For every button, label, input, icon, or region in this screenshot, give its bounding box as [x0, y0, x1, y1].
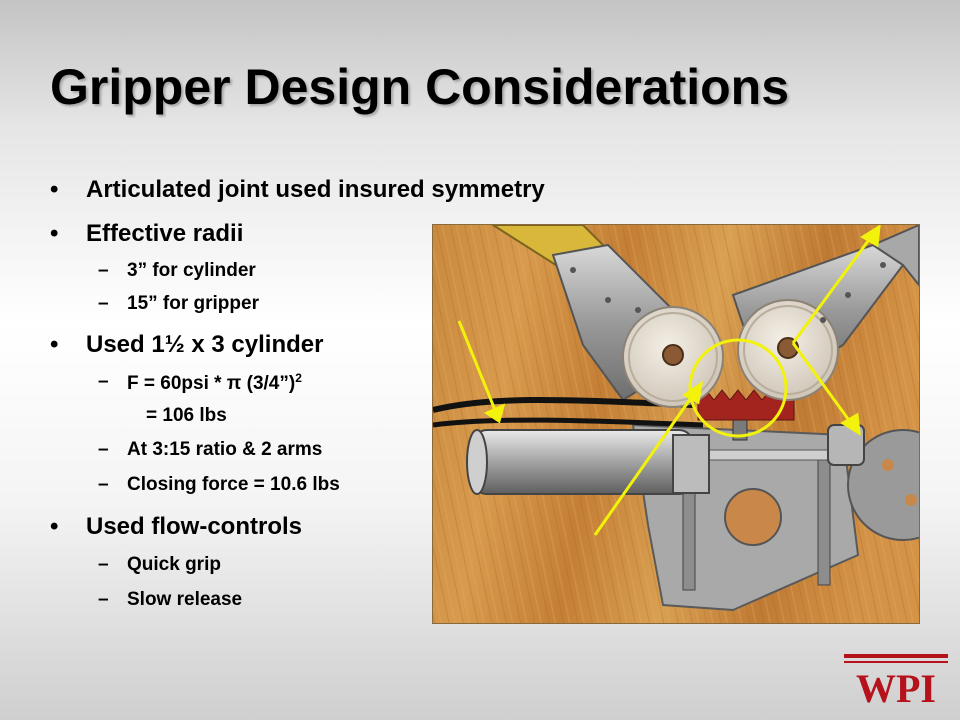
gripper-photo — [432, 224, 920, 624]
sub-bullet-cylinder-radius: – 3” for cylinder — [98, 260, 256, 282]
wpi-logo: WPI — [842, 652, 954, 714]
sub-bullet-slow-release: – Slow release — [98, 589, 243, 611]
formula-exponent: 2 — [295, 371, 302, 385]
wpi-logo-text: WPI — [856, 666, 936, 711]
sub-bullet-text: At 3:15 ratio & 2 arms — [127, 439, 323, 460]
sub-bullet-text: 3” for cylinder — [127, 260, 256, 281]
dash-marker: – — [98, 474, 109, 495]
dash-marker: – — [98, 439, 109, 460]
sub-bullet-text: 15” for gripper — [127, 293, 259, 314]
dash-marker: – — [98, 554, 109, 575]
dash-marker: – — [98, 260, 109, 281]
bullet-cylinder: Used 1½ x 3 cylinder — [50, 331, 324, 359]
dash-marker: – — [98, 293, 109, 314]
dash-marker: – — [98, 371, 109, 392]
slide-title: Gripper Design Considerations — [50, 59, 790, 115]
bullet-flow-controls: Used flow-controls — [50, 513, 302, 541]
sub-bullet-closing-force: – Closing force = 10.6 lbs — [98, 474, 340, 496]
sub-bullet-force-result: = 106 lbs — [146, 405, 227, 426]
formula-text: F = 60psi * π (3/4”) — [127, 373, 296, 394]
dash-marker: – — [98, 589, 109, 610]
sub-bullet-text: Slow release — [127, 589, 243, 610]
sub-bullet-gripper-radius: – 15” for gripper — [98, 293, 259, 315]
sub-bullet-force-formula: – F = 60psi * π (3/4”)2 — [98, 371, 302, 395]
sub-bullet-text: Quick grip — [127, 554, 221, 575]
sub-bullet-ratio: – At 3:15 ratio & 2 arms — [98, 439, 323, 461]
sub-bullet-text: Closing force = 10.6 lbs — [127, 474, 340, 495]
bullet-effective-radii: Effective radii — [50, 220, 243, 248]
sub-bullet-quick-grip: – Quick grip — [98, 554, 221, 576]
bullet-articulated-joint: Articulated joint used insured symmetry — [50, 176, 545, 204]
